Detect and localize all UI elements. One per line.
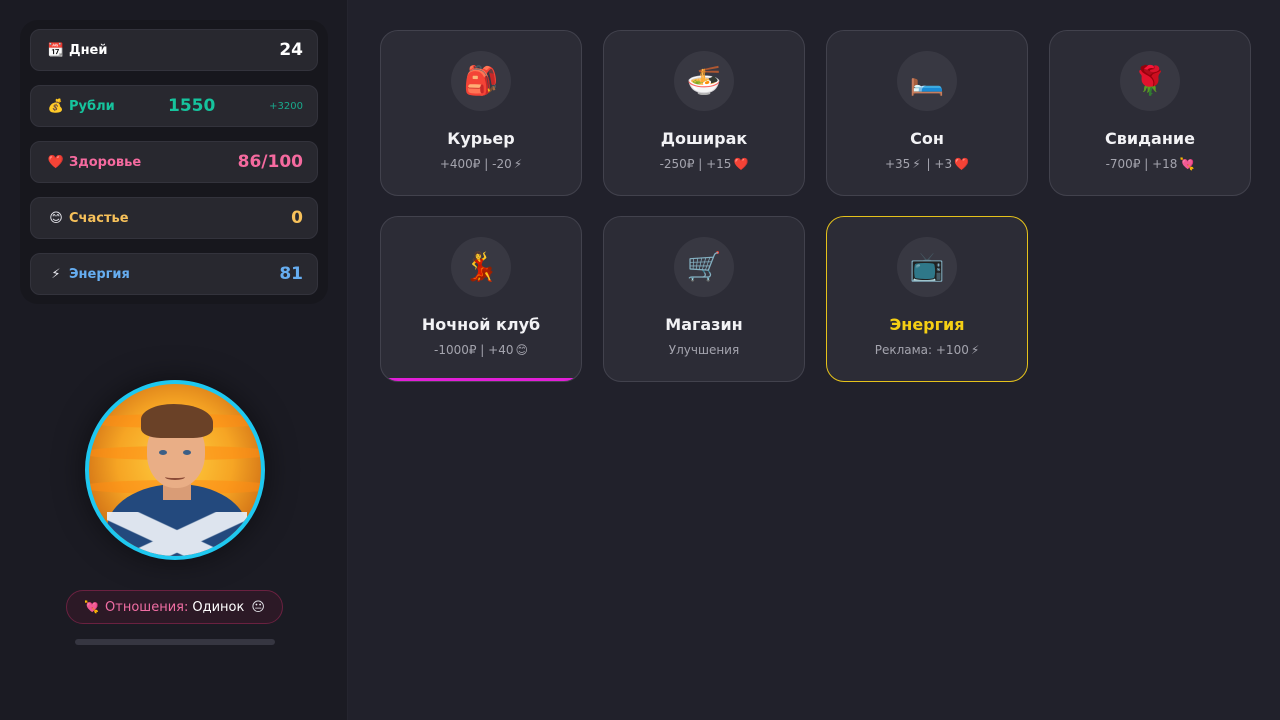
relationship-status-badge: 💘 Отношения: Одинок 😐	[66, 590, 283, 624]
avatar[interactable]	[85, 380, 265, 560]
actions-grid: 🎒 Курьер +400₽ | -20 ⚡ 🍜 Доширак -250₽ |…	[380, 30, 1280, 382]
card-effects-text: +35	[884, 157, 911, 171]
stat-money-value: 1550	[168, 96, 216, 116]
card-effects: -700₽ | +18 💘	[1106, 157, 1195, 171]
card-title: Доширак	[660, 129, 748, 148]
shopping-cart-icon: 🛒	[674, 237, 734, 297]
stat-health: ❤️ Здоровье 86/100	[30, 141, 318, 183]
stat-energy-value: 81	[279, 264, 303, 284]
lightning-icon: ⚡	[51, 266, 61, 282]
action-card-energy-ad[interactable]: 📺 Энергия Реклама: +100 ⚡	[826, 216, 1028, 382]
card-effects: Улучшения	[669, 343, 739, 357]
action-card-date[interactable]: 🌹 Свидание -700₽ | +18 💘	[1049, 30, 1251, 196]
stats-panel: 📆 Дней 24 💰 Рубли 1550 +3200 ❤️ Здоровье…	[20, 20, 328, 304]
stat-happiness: 😊 Счастье 0	[30, 197, 318, 239]
relationship-value: Одинок	[192, 599, 245, 615]
card-effects-text: -700₽ | +18	[1105, 157, 1178, 171]
action-card-sleep[interactable]: 🛏️ Сон +35 ⚡ | +3 ❤️	[826, 30, 1028, 196]
relationship-label: Отношения:	[105, 599, 189, 615]
stat-health-label: Здоровье	[69, 154, 142, 170]
heart-arrow-icon: 💘	[84, 600, 100, 614]
card-title: Сон	[910, 129, 944, 148]
card-title: Ночной клуб	[421, 315, 541, 334]
stat-money-delta: +3200	[269, 100, 303, 112]
rose-icon: 🌹	[1120, 51, 1180, 111]
calendar-icon: 📆	[47, 42, 65, 58]
main-area: 🎒 Курьер +400₽ | -20 ⚡ 🍜 Доширак -250₽ |…	[348, 0, 1280, 720]
noodles-icon: 🍜	[674, 51, 734, 111]
stat-energy-label: Энергия	[69, 266, 130, 282]
bed-icon: 🛏️	[897, 51, 957, 111]
smile-icon: 😊	[515, 343, 528, 357]
lightning-icon: ⚡	[513, 157, 523, 171]
money-bag-icon: 💰	[47, 98, 65, 114]
action-card-nightclub[interactable]: 💃 Ночной клуб -1000₽ | +40 😊	[380, 216, 582, 382]
stat-days: 📆 Дней 24	[30, 29, 318, 71]
action-card-shop[interactable]: 🛒 Магазин Улучшения	[603, 216, 805, 382]
lightning-icon: ⚡	[970, 343, 980, 357]
relationship-progress-bar	[75, 639, 275, 645]
avatar-eye	[183, 450, 191, 455]
card-effects: +35 ⚡ | +3 ❤️	[885, 157, 969, 171]
action-card-doshirak[interactable]: 🍜 Доширак -250₽ | +15 ❤️	[603, 30, 805, 196]
smile-icon: 😊	[49, 210, 63, 226]
card-effects: +400₽ | -20 ⚡	[440, 157, 522, 171]
stat-health-value: 86/100	[237, 152, 303, 172]
neutral-face-icon: 😐	[251, 599, 265, 615]
card-effects-text: Улучшения	[668, 343, 740, 357]
card-effects-text: -1000₽ | +40	[433, 343, 514, 357]
card-effects-text: Реклама: +100	[874, 343, 969, 357]
avatar-eye	[159, 450, 167, 455]
stat-energy: ⚡ Энергия 81	[30, 253, 318, 295]
stat-money-label: Рубли	[69, 98, 115, 114]
card-effects: Реклама: +100 ⚡	[875, 343, 980, 357]
card-effects-text: +400₽ | -20	[439, 157, 512, 171]
lightning-icon: ⚡	[912, 157, 921, 171]
avatar-hoodie-stripe	[107, 512, 247, 556]
stat-happiness-label: Счастье	[69, 210, 129, 226]
sidebar: 📆 Дней 24 💰 Рубли 1550 +3200 ❤️ Здоровье…	[0, 0, 348, 720]
heart-icon: ❤️	[954, 157, 970, 171]
card-title: Свидание	[1105, 129, 1195, 148]
action-card-courier[interactable]: 🎒 Курьер +400₽ | -20 ⚡	[380, 30, 582, 196]
dancer-icon: 💃	[451, 237, 511, 297]
stat-days-value: 24	[279, 40, 303, 60]
heart-arrow-icon: 💘	[1179, 157, 1195, 171]
card-title: Энергия	[889, 315, 965, 334]
card-effects: -1000₽ | +40 😊	[434, 343, 528, 357]
card-title: Курьер	[447, 129, 515, 148]
card-effects-text: | +3	[922, 157, 953, 171]
tv-icon: 📺	[897, 237, 957, 297]
card-title: Магазин	[665, 315, 743, 334]
heart-icon: ❤️	[47, 154, 65, 170]
backpack-icon: 🎒	[451, 51, 511, 111]
card-effects: -250₽ | +15 ❤️	[660, 157, 749, 171]
stat-happiness-value: 0	[291, 208, 303, 228]
card-effects-text: -250₽ | +15	[659, 157, 732, 171]
stat-days-label: Дней	[69, 42, 108, 58]
stat-money: 💰 Рубли 1550 +3200	[30, 85, 318, 127]
avatar-hair	[141, 404, 213, 438]
avatar-mouth	[165, 474, 185, 480]
heart-icon: ❤️	[733, 157, 749, 171]
